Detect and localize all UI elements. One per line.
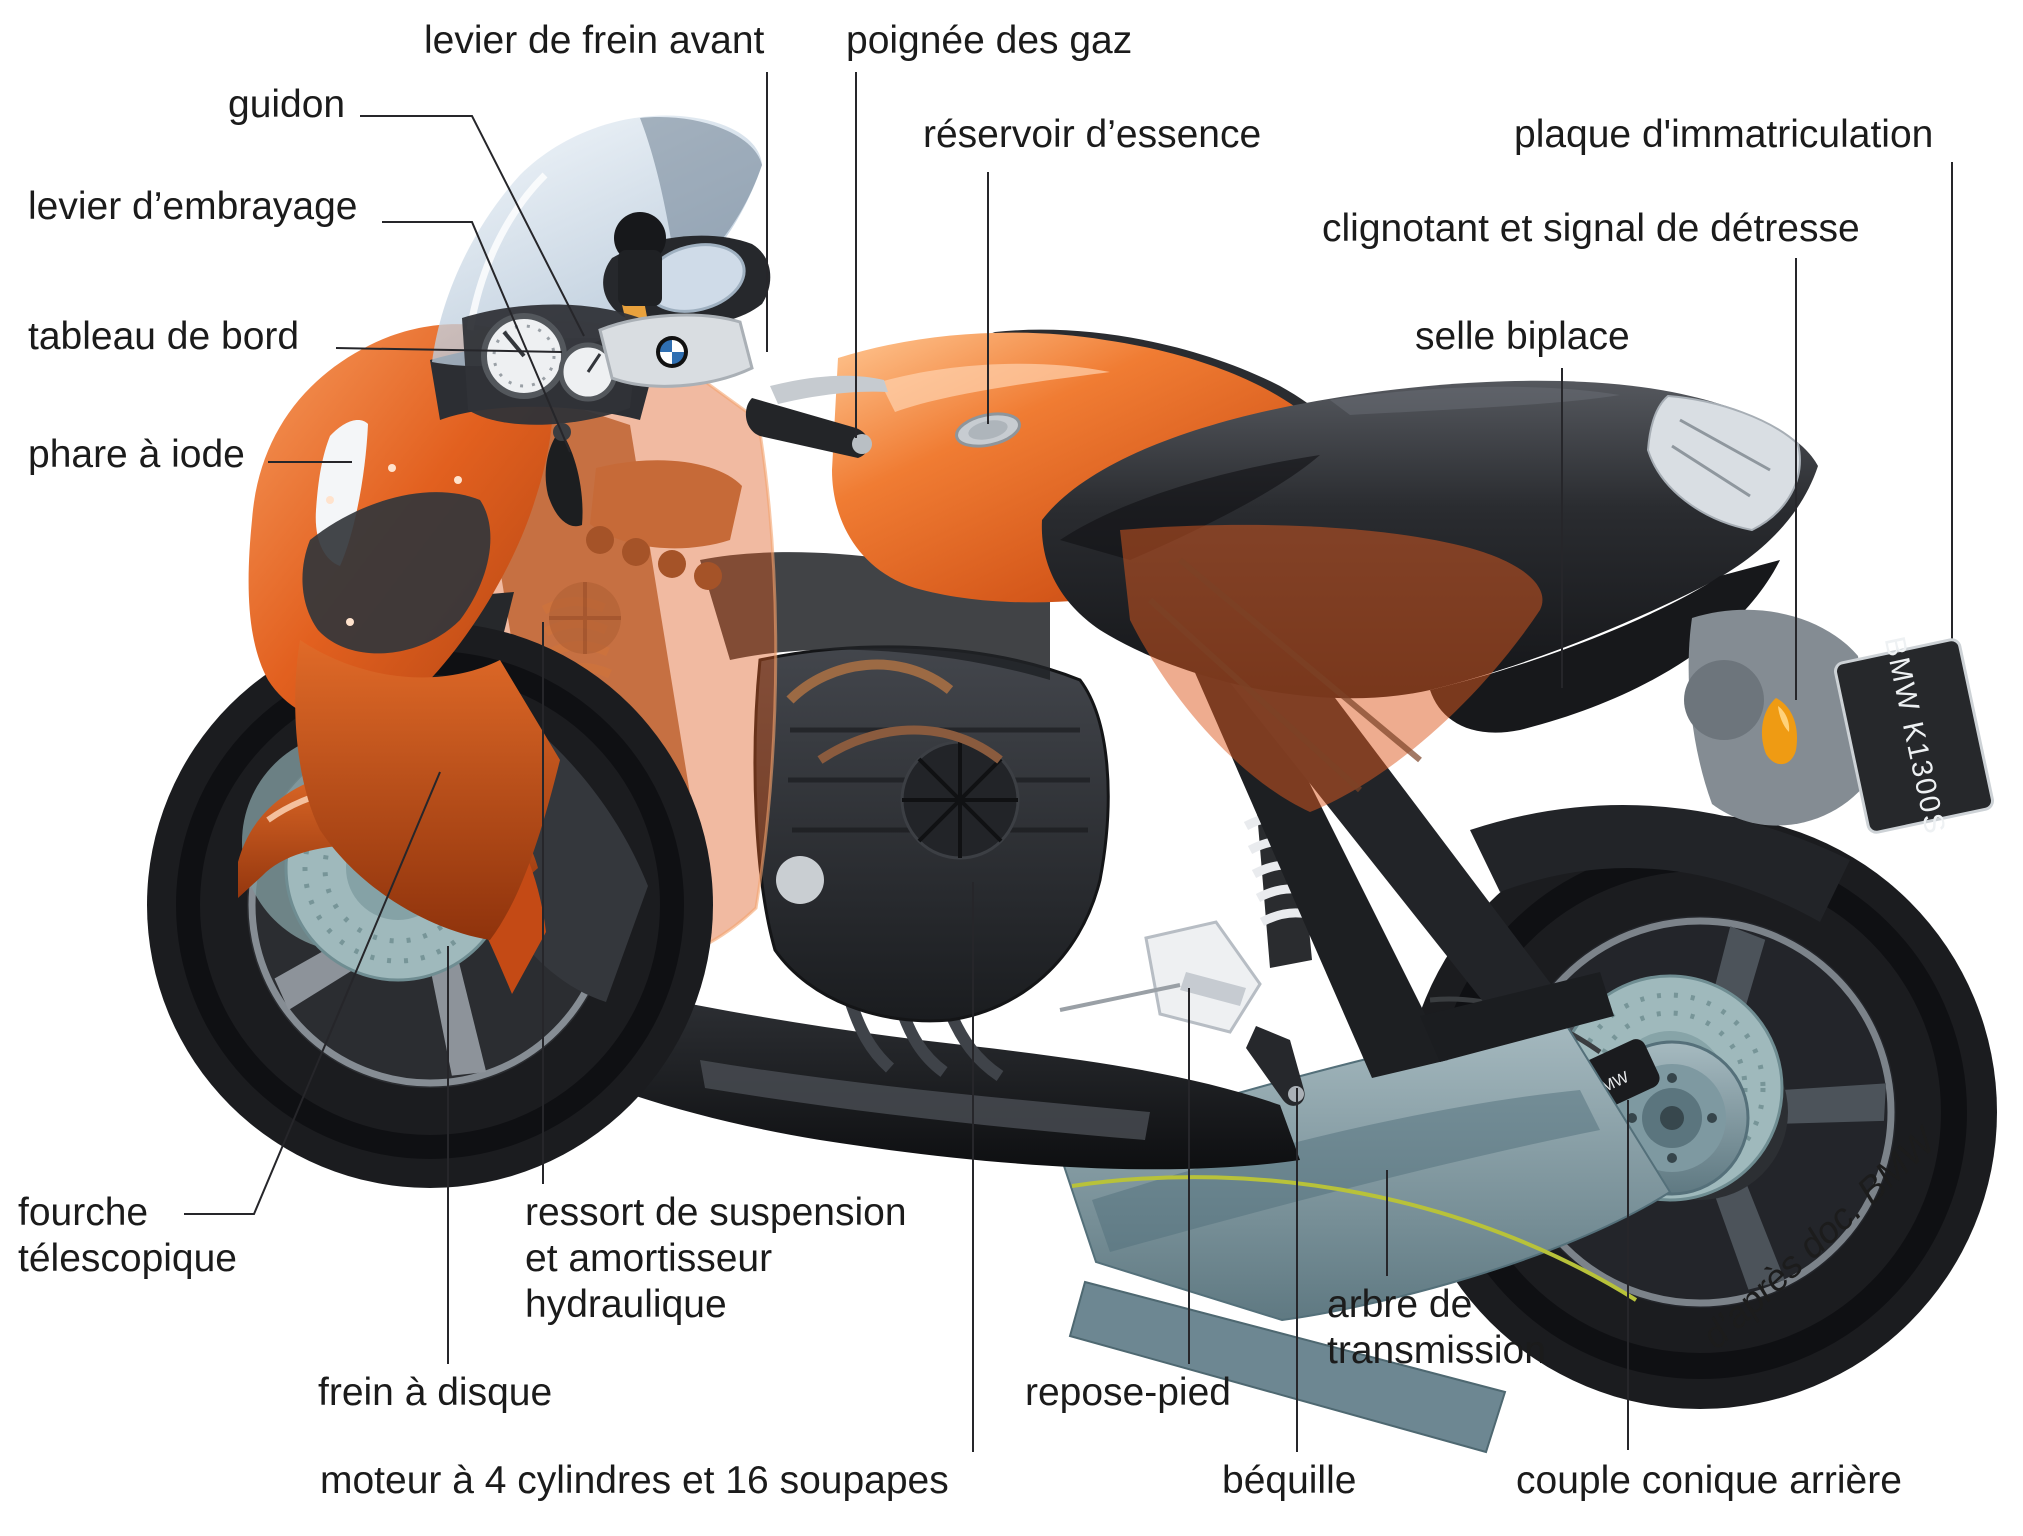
leader-levier-embrayage [382, 221, 571, 453]
swingarm [1056, 1016, 1672, 1454]
leader-fourche-telescopique [184, 771, 441, 1215]
dashboard [462, 304, 640, 425]
label-levier-embrayage: levier d’embrayage [28, 185, 358, 228]
leader-tableau-de-bord [335, 347, 563, 353]
label-selle-biplace: selle biplace [1415, 315, 1630, 358]
label-frein-a-disque: frein à disque [318, 1371, 553, 1414]
engine-block [753, 645, 1110, 1023]
label-reservoir-essence: réservoir d’essence [923, 113, 1262, 156]
label-bequille: béquille [1222, 1459, 1357, 1502]
license-plate-line1: BMW [1877, 633, 1926, 716]
leader-lines [184, 72, 1953, 1452]
coolant-pipe [786, 659, 954, 704]
label-clignotant-signal-detresse: clignotant et signal de détresse [1322, 207, 1860, 250]
footpeg-bracket [1059, 920, 1262, 1034]
brake-line-cable [1071, 1175, 1638, 1302]
label-ressort-amortisseur: ressort de suspension et amortisseur hyd… [525, 1191, 907, 1326]
throttle-grip [745, 398, 870, 458]
label-poignee-des-gaz: poignée des gaz [846, 19, 1133, 62]
label-fourche-telescopique: fourche télescopique [18, 1191, 237, 1280]
front-brake-lever [770, 375, 888, 404]
water-pump [776, 856, 824, 904]
label-guidon: guidon [228, 83, 346, 126]
tail-cutaway-panel [1120, 524, 1543, 812]
label-plaque-immatriculation: plaque d'immatriculation [1514, 113, 1934, 156]
leader-guidon [360, 115, 585, 337]
label-couple-conique-arriere: couple conique arrière [1516, 1459, 1902, 1502]
label-arbre-de-transmission: arbre de transmission [1327, 1283, 1546, 1372]
taillight [1646, 394, 1801, 532]
label-levier-de-frein-avant: levier de frein avant [424, 19, 765, 62]
windscreen [432, 115, 762, 367]
license-plate-line2: K1300S [1895, 718, 1952, 839]
handlebar [598, 212, 888, 458]
label-moteur: moteur à 4 cylindres et 16 soupapes [320, 1459, 949, 1502]
footpeg [1180, 972, 1246, 1006]
rear-hugger [1470, 805, 1850, 922]
label-tableau-de-bord: tableau de bord [28, 315, 300, 358]
bmw-roundel [656, 336, 688, 368]
label-repose-pied: repose-pied [1025, 1371, 1231, 1414]
label-phare-a-iode: phare à iode [28, 433, 245, 476]
front-fairing [248, 324, 560, 940]
turn-signal [1761, 698, 1798, 765]
